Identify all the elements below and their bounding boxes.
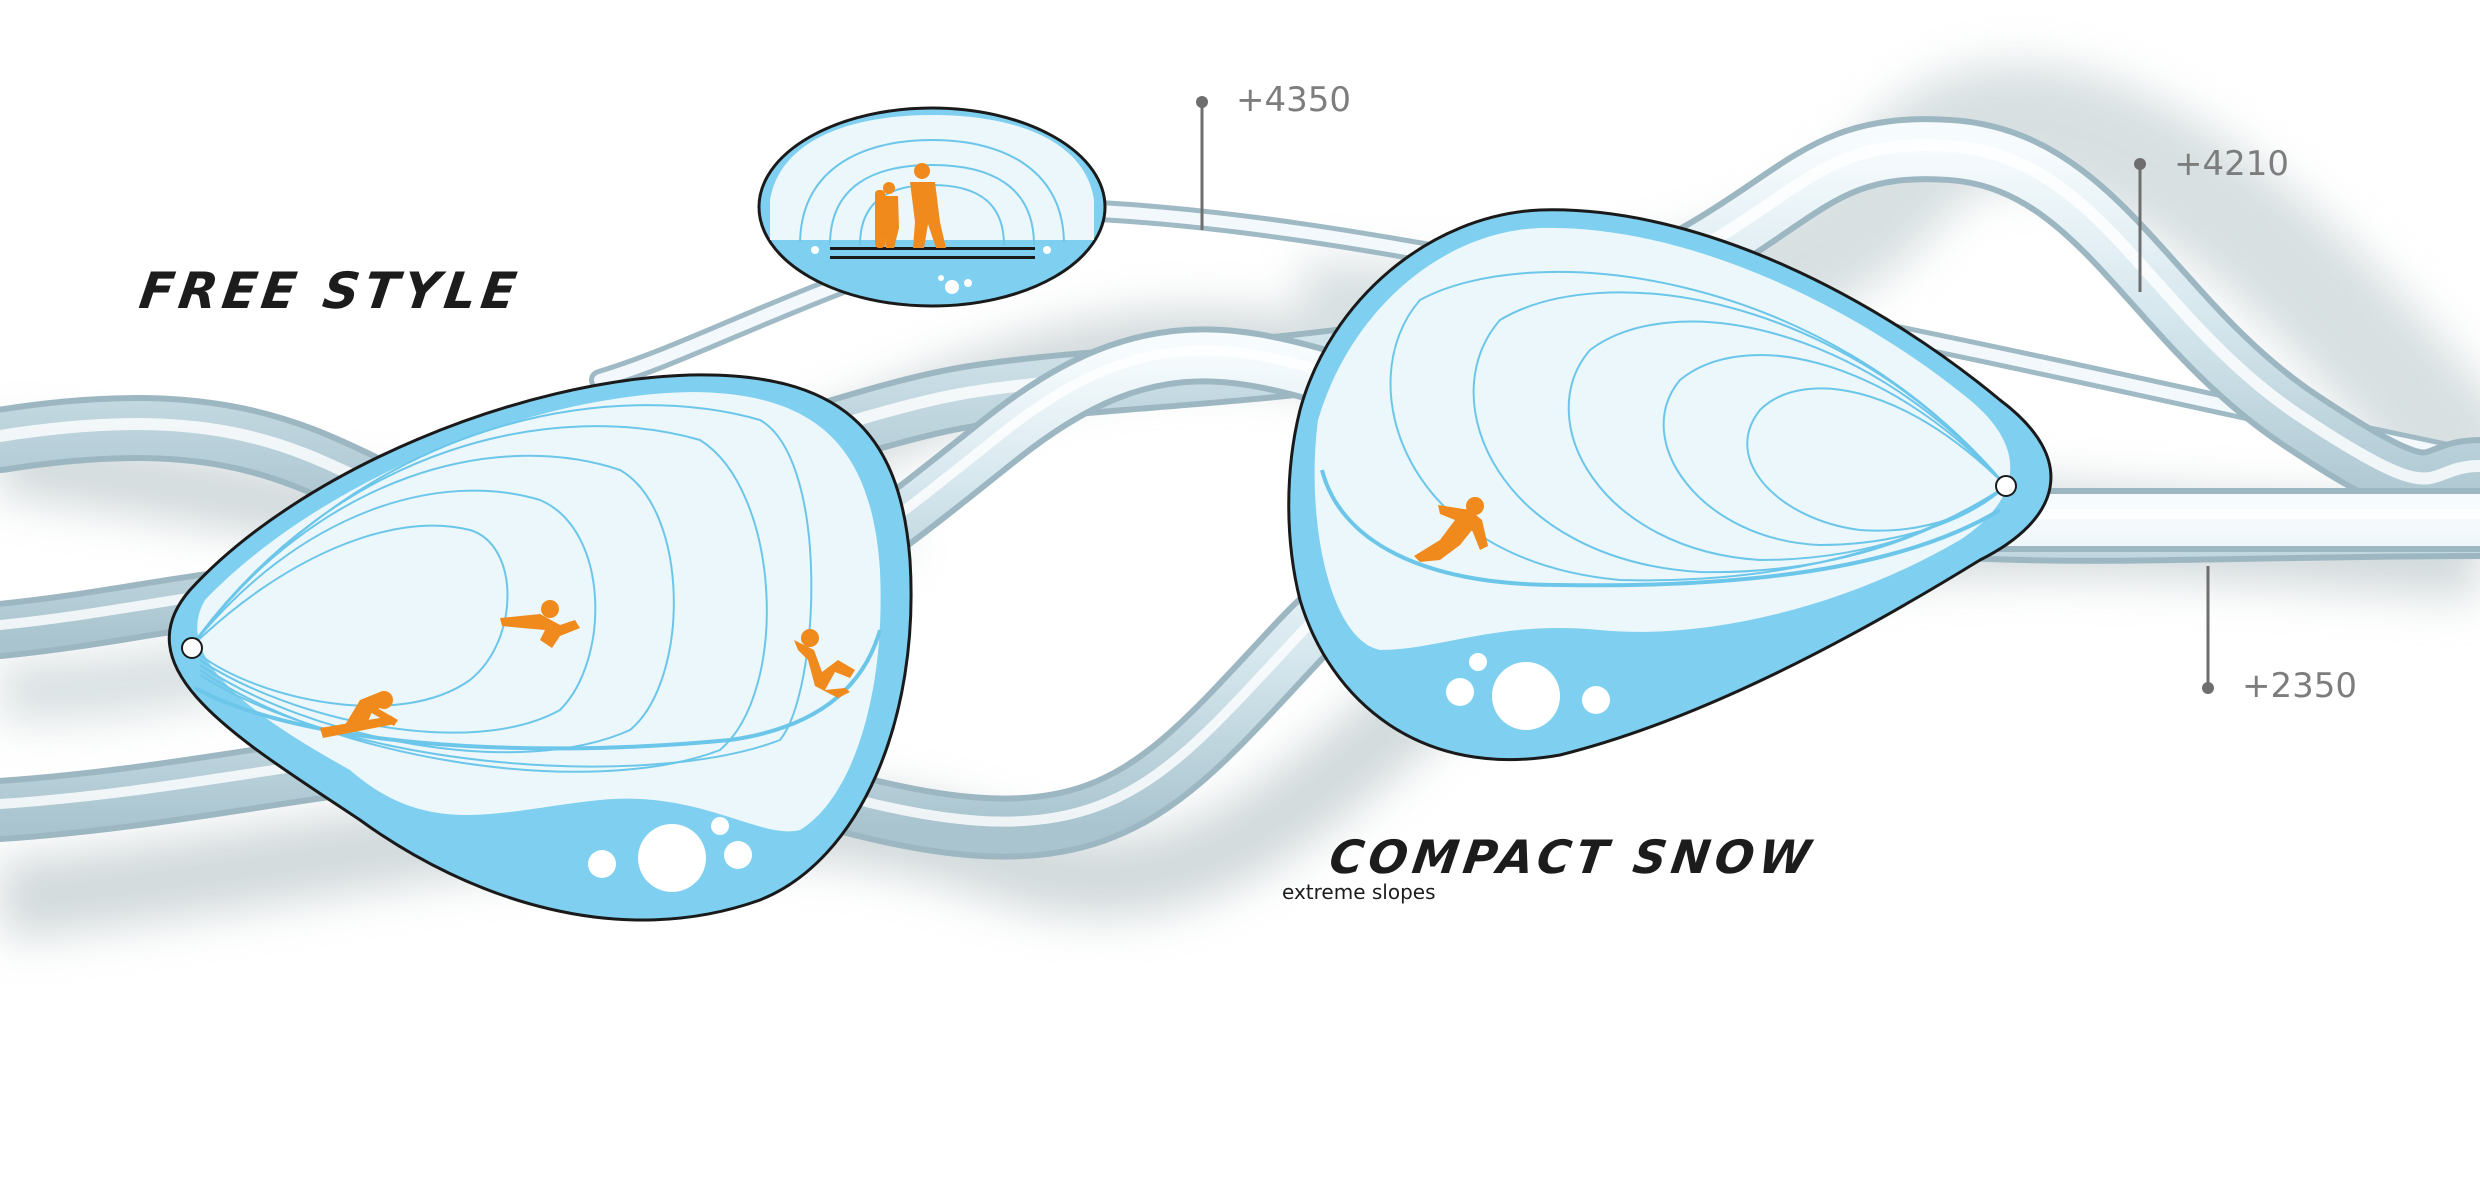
standing-person-icon bbox=[910, 163, 946, 248]
compact-snow-subtitle: extreme slopes bbox=[1282, 880, 1436, 904]
pod-compact-snow bbox=[1287, 208, 2053, 761]
pod-bubbles-right bbox=[1446, 653, 1610, 730]
snowboarder-icon bbox=[794, 629, 855, 698]
skier-icon bbox=[500, 600, 580, 648]
free-style-title: Free Style bbox=[135, 262, 525, 320]
elevation-label-3: +2350 bbox=[2242, 666, 2358, 706]
compact-snow-title: Compact Snow bbox=[1326, 830, 1819, 884]
elevation-label-2: +4210 bbox=[2174, 144, 2290, 184]
standing-person-icon bbox=[875, 182, 899, 248]
snowboarder-icon bbox=[320, 691, 398, 738]
elevation-label-1: +4350 bbox=[1236, 80, 1352, 120]
pod-bubbles bbox=[588, 817, 752, 892]
snowboarder-icon bbox=[1414, 497, 1488, 562]
elevation-markers bbox=[1196, 96, 2214, 694]
